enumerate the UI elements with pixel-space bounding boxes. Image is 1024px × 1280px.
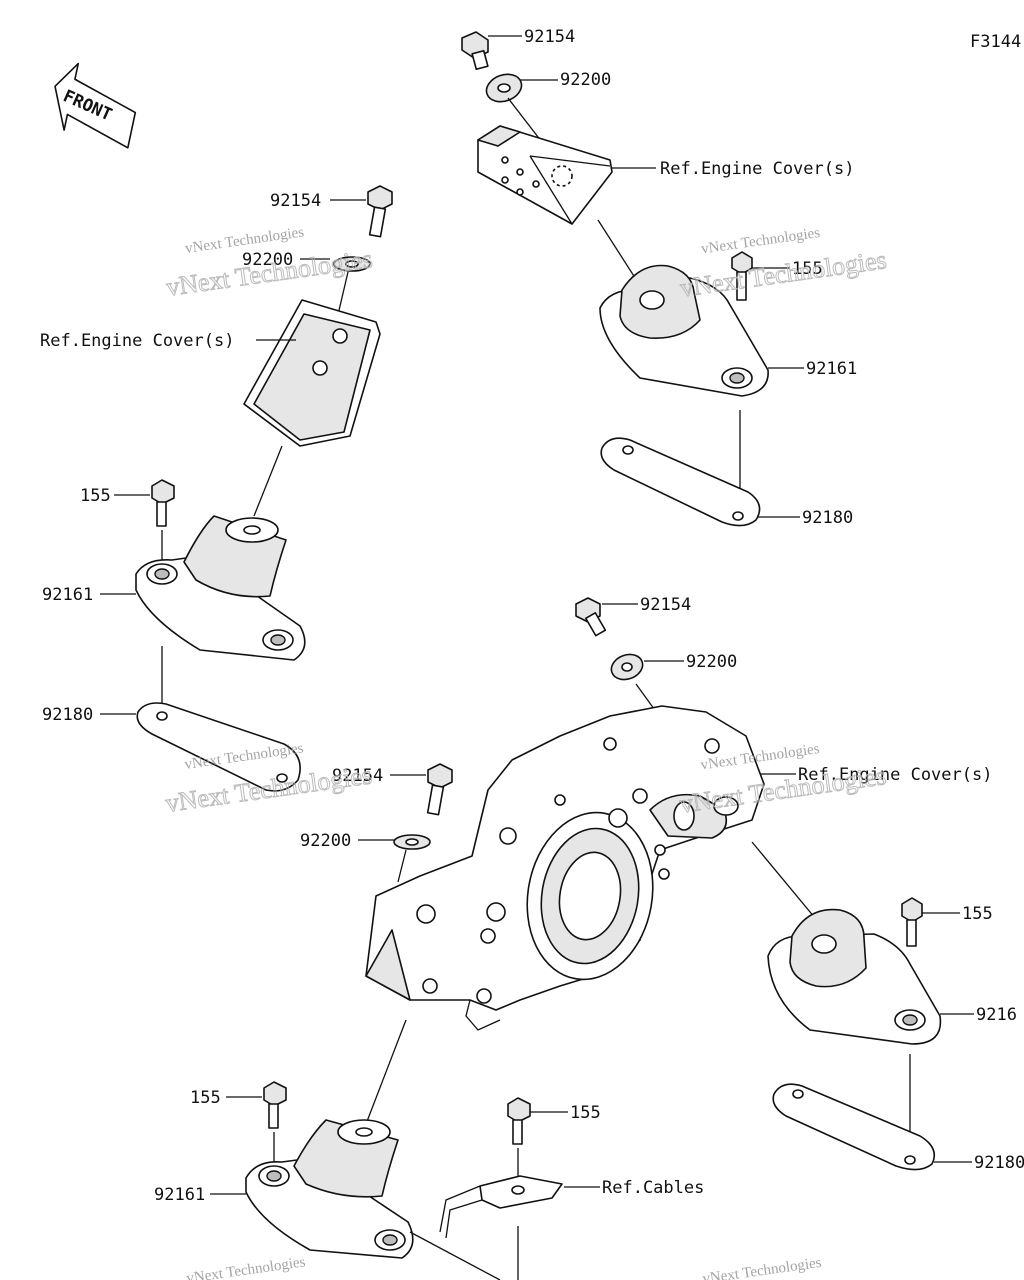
watermark: vNext Technologies bbox=[702, 1255, 823, 1280]
bolt-155-b bbox=[151, 479, 175, 527]
label-92200-b: 92200 bbox=[242, 250, 293, 270]
bolt-155-e bbox=[507, 1097, 531, 1145]
label-92154-b: 92154 bbox=[270, 191, 321, 211]
damper-92161-c bbox=[767, 908, 942, 1045]
washer-92200-d bbox=[393, 834, 431, 850]
washer-92200-c bbox=[610, 653, 644, 681]
bolt-155-d bbox=[263, 1081, 287, 1129]
label-155-d: 155 bbox=[190, 1088, 221, 1108]
label-92154-a: 92154 bbox=[524, 27, 575, 47]
bolt-155-c bbox=[901, 897, 923, 947]
watermark: vNext Technologies vNext Technologies bbox=[678, 225, 889, 303]
label-92180-a: 92180 bbox=[802, 508, 853, 528]
bolt-155-a bbox=[731, 251, 753, 301]
washer-92200-b bbox=[333, 256, 371, 272]
label-92180-b: 92180 bbox=[42, 705, 93, 725]
label-ref-cables: Ref.Cables bbox=[602, 1178, 704, 1198]
bolt-92154-a bbox=[461, 31, 489, 71]
label-ref-engine-cover-c: Ref.Engine Cover(s) bbox=[798, 765, 992, 785]
bolt-92154-b bbox=[367, 185, 393, 238]
label-92154-c: 92154 bbox=[640, 595, 691, 615]
cables-bracket-assembly: 155 Ref.Cables bbox=[439, 1097, 704, 1280]
plate-92180-a bbox=[600, 437, 761, 527]
damper-92161-a bbox=[599, 264, 769, 397]
engine-case bbox=[365, 705, 765, 1031]
bolt-92154-c bbox=[575, 597, 607, 637]
bottom-left-assembly: 155 92161 bbox=[154, 1081, 501, 1280]
figure-code: F3144 bbox=[970, 32, 1021, 52]
label-155-b: 155 bbox=[80, 486, 111, 506]
svg-text:vNext Technologies: vNext Technologies bbox=[186, 1254, 307, 1280]
label-ref-engine-cover-b: Ref.Engine Cover(s) bbox=[40, 331, 234, 351]
front-arrow-icon: FRONT bbox=[54, 62, 137, 149]
engine-cover-bracket-a bbox=[477, 125, 613, 225]
bolt-92154-d bbox=[426, 763, 453, 816]
svg-text:vNext Technologies: vNext Technologies bbox=[702, 1255, 823, 1280]
label-92161-b: 92161 bbox=[42, 585, 93, 605]
engine-cover-bracket-b bbox=[243, 299, 381, 447]
plate-92180-c bbox=[772, 1083, 936, 1171]
label-92161-c: 9216 bbox=[976, 1005, 1017, 1025]
label-92200-a: 92200 bbox=[560, 70, 611, 90]
label-92200-c: 92200 bbox=[686, 652, 737, 672]
label-155-a: 155 bbox=[792, 259, 823, 279]
label-92200-d: 92200 bbox=[300, 831, 351, 851]
label-ref-engine-cover-a: Ref.Engine Cover(s) bbox=[660, 159, 854, 179]
middle-right-assembly: 92154 92200 Ref.Engine Cover(s) 9216 155 bbox=[575, 595, 1024, 1173]
watermark: vNext Technologies vNext Technologies bbox=[164, 224, 375, 302]
plate-92180-b bbox=[136, 702, 301, 792]
label-92154-d: 92154 bbox=[332, 766, 383, 786]
top-right-assembly: 92154 92200 Ref.Engine Cover(s) bbox=[461, 27, 857, 528]
label-155-e: 155 bbox=[570, 1103, 601, 1123]
left-assembly: 92154 92200 Ref.Engine Cover(s) 155 bbox=[40, 185, 393, 792]
watermark: vNext Technologies bbox=[186, 1254, 307, 1280]
label-155-c: 155 bbox=[962, 904, 993, 924]
label-92161-a: 92161 bbox=[806, 359, 857, 379]
damper-92161-d bbox=[245, 1119, 414, 1259]
center-left-fasteners: 92154 92200 bbox=[300, 763, 453, 1125]
label-92161-d: 92161 bbox=[154, 1185, 205, 1205]
washer-92200-a bbox=[485, 73, 523, 103]
damper-92161-b bbox=[135, 515, 306, 661]
label-92180-c: 92180 bbox=[974, 1153, 1024, 1173]
svg-text:vNext Technologies: vNext Technologies bbox=[700, 225, 821, 258]
